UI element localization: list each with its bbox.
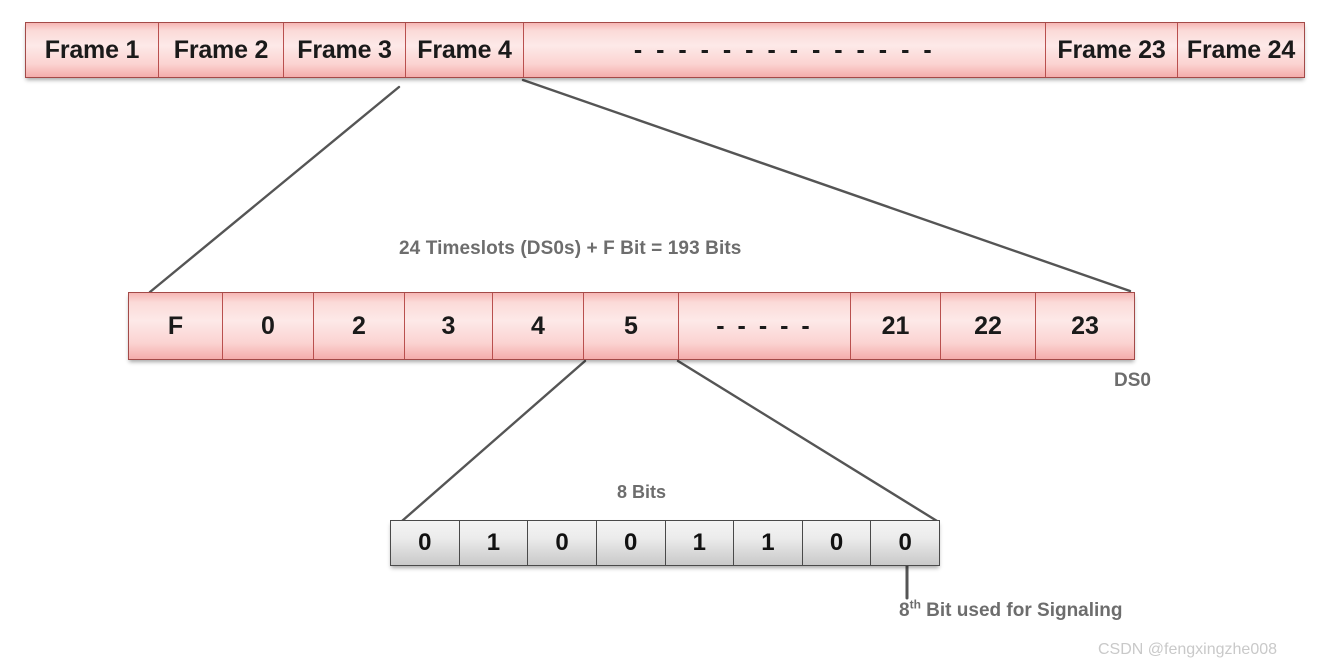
frame-ellipsis-label: - - - - - - - - - - - - - -: [633, 35, 936, 64]
frame-cell-23[interactable]: Frame 23: [1046, 23, 1178, 77]
signaling-note-text: Bit used for Signaling: [920, 600, 1123, 621]
signaling-note-ordinal: th: [909, 597, 921, 612]
frame-cell-ellipsis[interactable]: - - - - - - - - - - - - - -: [524, 23, 1046, 77]
frame-cell-label: Frame 23: [1057, 35, 1166, 64]
bit-value: 1: [761, 529, 775, 556]
timeslot-cell-label: 22: [974, 311, 1002, 340]
timeslot-cell-f[interactable]: F: [129, 293, 223, 359]
connector-timeslot5-left: [400, 359, 587, 523]
timeslot-cell-21[interactable]: 21: [851, 293, 941, 359]
timeslot-cell-label: F: [167, 311, 184, 340]
frame-cell-label: Frame 4: [417, 35, 512, 64]
timeslot-cell-label: 0: [261, 311, 275, 340]
bit-value: 0: [418, 529, 432, 556]
signaling-note: 8th Bit used for Signaling: [899, 597, 1123, 622]
bit-value: 0: [898, 529, 912, 556]
timeslot-cell-label: 21: [881, 311, 910, 340]
bit-cell-6[interactable]: 1: [734, 521, 803, 565]
bit-value: 0: [624, 529, 638, 556]
bit-cell-2[interactable]: 1: [460, 521, 529, 565]
frame-cell-4[interactable]: Frame 4: [406, 23, 524, 77]
bit-value: 0: [555, 529, 569, 556]
bit-value: 0: [829, 529, 844, 556]
bit-cell-5[interactable]: 1: [666, 521, 735, 565]
bit-value: 1: [486, 529, 501, 556]
ds0-label: DS0: [1114, 370, 1151, 391]
bit-cell-3[interactable]: 0: [528, 521, 597, 565]
bit-cell-1[interactable]: 0: [391, 521, 460, 565]
frame-cell-label: Frame 3: [297, 35, 392, 64]
frame-bar: Frame 1 Frame 2 Frame 3 Frame 4 - - - - …: [25, 22, 1305, 78]
timeslot-cell-label: 4: [531, 311, 545, 340]
connector-timeslot5-right: [676, 359, 939, 523]
timeslot-cell-label: 3: [441, 311, 456, 340]
frame-cell-label: Frame 24: [1186, 35, 1296, 64]
frame-cell-24[interactable]: Frame 24: [1178, 23, 1304, 77]
bit-value: 1: [692, 529, 706, 556]
connector-frame4-left: [148, 85, 401, 294]
bit-cell-4[interactable]: 0: [597, 521, 666, 565]
bit-cell-8[interactable]: 0: [871, 521, 939, 565]
timeslot-cell-2[interactable]: 2: [314, 293, 405, 359]
bit-cell-7[interactable]: 0: [803, 521, 872, 565]
timeslot-cell-0[interactable]: 0: [223, 293, 314, 359]
timeslot-cell-label: 5: [624, 311, 638, 340]
timeslot-cell-label: 2: [352, 311, 366, 340]
timeslot-bar: F 0 2 3 4 5 - - - - - 21 22 23: [128, 292, 1135, 360]
timeslot-cell-3[interactable]: 3: [405, 293, 493, 359]
timeslot-cell-ellipsis[interactable]: - - - - -: [679, 293, 851, 359]
frame-cell-label: Frame 2: [173, 35, 269, 64]
timeslot-cell-4[interactable]: 4: [493, 293, 584, 359]
timeslot-cell-22[interactable]: 22: [941, 293, 1036, 359]
frame-cell-3[interactable]: Frame 3: [284, 23, 406, 77]
bit-bar: 0 1 0 0 1 1 0 0: [390, 520, 940, 566]
signaling-note-number: 8: [899, 600, 910, 621]
timeslot-ellipsis-label: - - - - -: [716, 311, 813, 340]
frame-cell-label: Frame 1: [44, 35, 140, 64]
timeslot-cell-23[interactable]: 23: [1036, 293, 1134, 359]
frame-cell-2[interactable]: Frame 2: [159, 23, 284, 77]
timeslot-cell-5[interactable]: 5: [584, 293, 679, 359]
watermark: CSDN @fengxingzhe008: [1098, 641, 1278, 658]
timeslot-caption: 24 Timeslots (DS0s) + F Bit = 193 Bits: [399, 238, 742, 259]
bits-caption: 8 Bits: [617, 482, 667, 502]
timeslot-cell-label: 23: [1071, 311, 1099, 340]
frame-cell-1[interactable]: Frame 1: [26, 23, 159, 77]
